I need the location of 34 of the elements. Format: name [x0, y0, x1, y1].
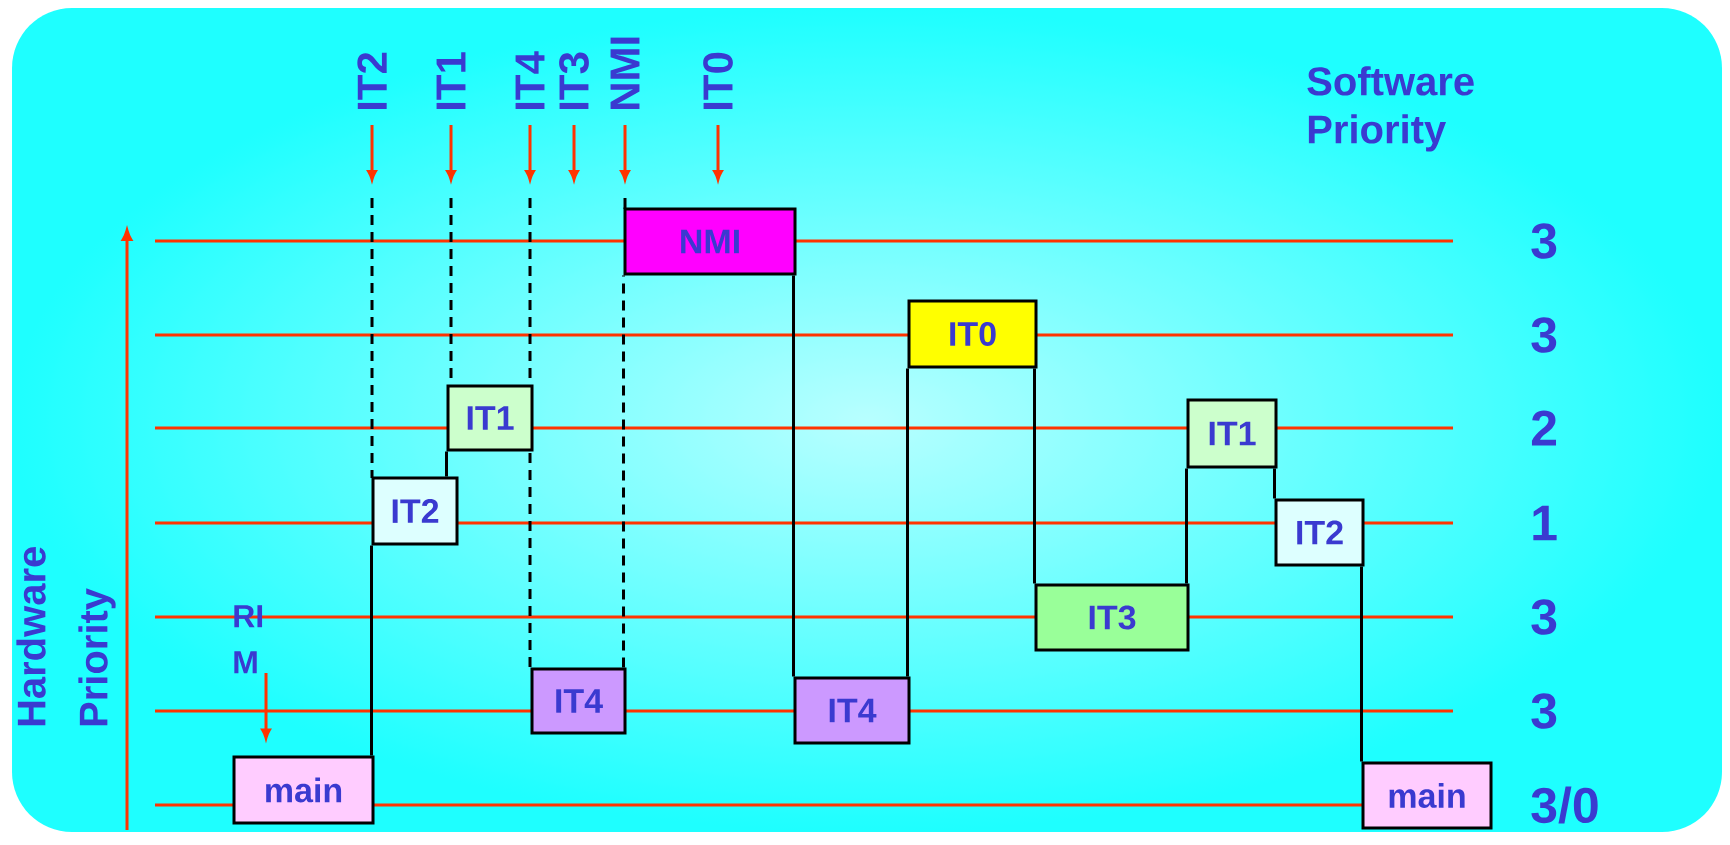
task-box: IT1: [1186, 398, 1278, 469]
task-box: main: [232, 755, 375, 825]
priority-number: 3: [1531, 317, 1557, 353]
task-box: main: [1361, 761, 1493, 830]
task-box: IT1: [446, 384, 534, 452]
axis-title: Hardware Priority: [16, 547, 116, 726]
execution-line: [445, 451, 448, 477]
priority-number: 3: [1531, 223, 1557, 259]
task-box: IT3: [1034, 583, 1190, 652]
execution-line: [622, 275, 625, 668]
task-box: NMI: [623, 207, 797, 276]
priority-number: 2: [1531, 410, 1556, 446]
task-box: IT2: [1274, 498, 1365, 567]
interrupt-label: IT4: [515, 51, 545, 109]
task-box: IT2: [371, 476, 459, 546]
task-box: IT0: [907, 299, 1038, 369]
execution-line: [370, 545, 373, 756]
interrupt-label: IT2: [357, 52, 387, 109]
execution-line: [1185, 468, 1188, 584]
priority-number: 3: [1531, 693, 1557, 729]
execution-line: [1360, 566, 1363, 762]
interrupt-label: IT0: [703, 52, 733, 109]
priority-number: 1: [1533, 505, 1557, 541]
execution-line: [1273, 468, 1276, 499]
interrupt-label: IT1: [436, 52, 466, 109]
execution-line: [792, 275, 795, 677]
execution-line: [906, 368, 909, 677]
interrupt-label: IT3: [559, 52, 589, 109]
interrupt-label: NMI: [610, 37, 640, 109]
execution-line: [1033, 368, 1036, 584]
task-box: IT4: [530, 667, 627, 735]
task-box: IT4: [793, 676, 911, 745]
axis-title: Software Priority: [1307, 66, 1474, 152]
priority-number: 3: [1531, 599, 1557, 635]
